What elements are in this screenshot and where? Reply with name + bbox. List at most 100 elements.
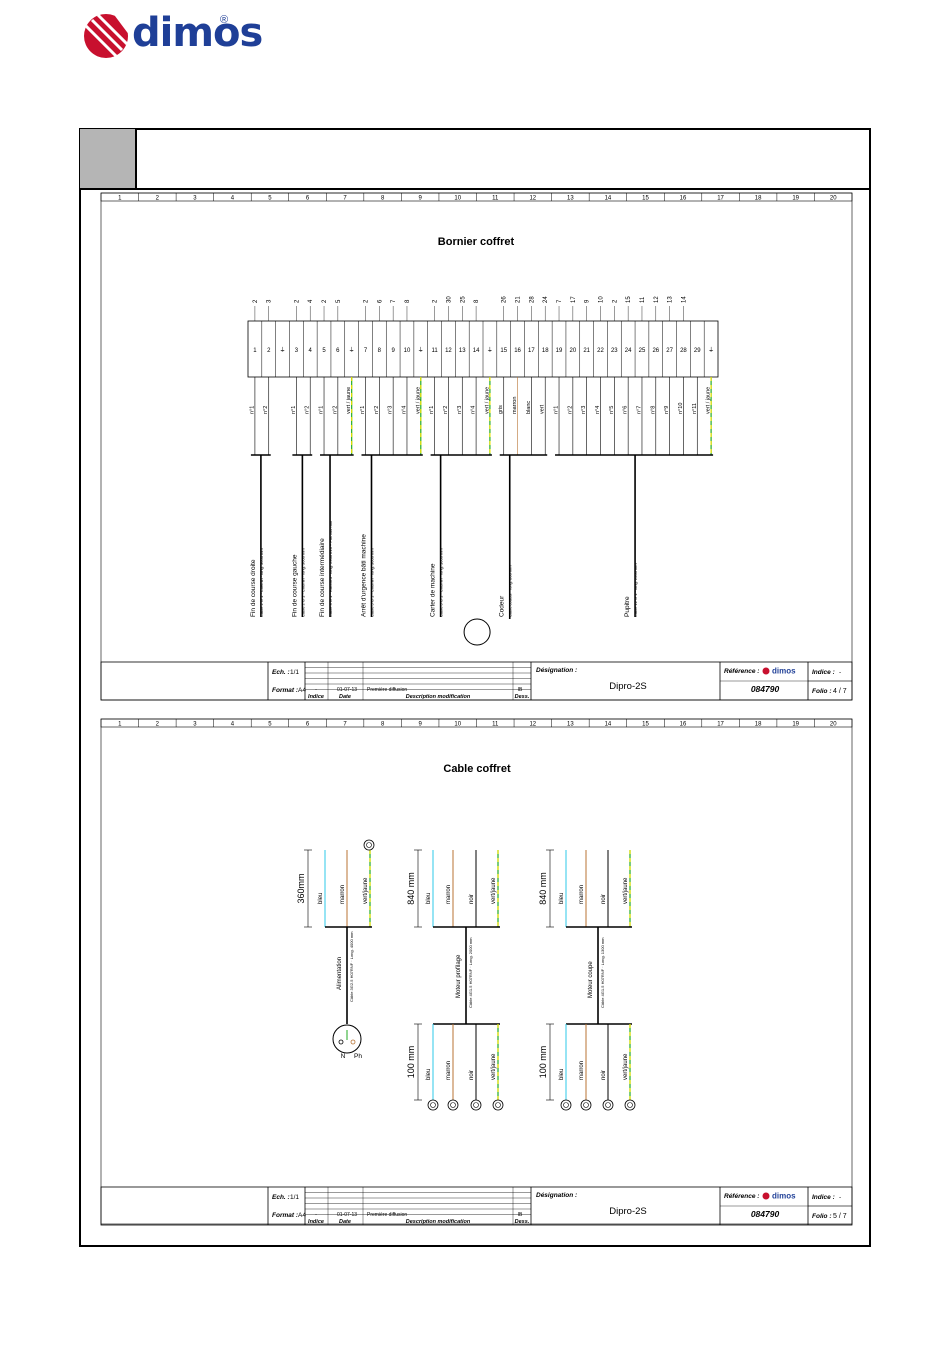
- grid-number: 13: [567, 196, 574, 202]
- grid-number: 17: [717, 722, 724, 728]
- terminal-number: 19: [556, 348, 563, 354]
- terminal-top-label: 15: [626, 296, 632, 303]
- cable-spec: Câble 5 G 1 · Chemin · long. 1600 mm: [439, 548, 444, 617]
- wire-label: n°2: [374, 406, 380, 414]
- cable-spec: Câble 2 G 1 · Chemin · long. 3600 mm: [259, 548, 264, 617]
- grid-number: 2: [156, 722, 160, 728]
- folio-label: Folio :: [812, 1213, 832, 1220]
- terminal-ring-inner: [563, 1102, 569, 1108]
- cable-name: Fin de course gauche: [291, 554, 298, 617]
- terminal-number: 10: [404, 348, 411, 354]
- terminal-number: 12: [445, 348, 452, 354]
- wire-label: n°11: [692, 403, 698, 414]
- cable-spec: Câble 3G2.5 H07RNF · Long. 4000 mm: [349, 931, 354, 1002]
- grid-number: 6: [306, 722, 310, 728]
- wire-label: n°5: [609, 406, 615, 414]
- grid-number: 19: [792, 722, 799, 728]
- plug-pin-ph: [350, 1039, 356, 1045]
- wire-label: n°3: [581, 406, 587, 414]
- format-label: Format :: [272, 1212, 298, 1219]
- terminal-ring: [624, 1099, 636, 1111]
- terminal-top-label: 26: [502, 296, 508, 303]
- terminal-number: 9: [391, 348, 395, 354]
- grid-number: 18: [755, 722, 762, 728]
- grid-number: 1: [118, 722, 122, 728]
- dimos-mini-icon: [762, 667, 770, 675]
- terminal-number: 7: [364, 348, 368, 354]
- cable-name: Codeur: [499, 595, 506, 617]
- wire-label: n°4: [401, 406, 407, 414]
- wire-label: n°3: [457, 406, 463, 414]
- terminal-top-label: 7: [557, 299, 563, 303]
- wire-label: n°7: [636, 406, 642, 414]
- wire-label: n°6: [623, 406, 629, 414]
- revision-indice-value: -: [315, 687, 317, 693]
- grid-number: 7: [343, 722, 347, 728]
- wire-label: bleu: [559, 893, 565, 904]
- ech-value: 1/1: [290, 669, 299, 676]
- grid-number: 8: [381, 196, 385, 202]
- grid-number: 6: [306, 196, 310, 202]
- terminal-number: 29: [694, 348, 701, 354]
- cable-spec: Câble 5 G 1 · Chemin · long. 3600 mm: [370, 548, 375, 617]
- terminal-number: 26: [652, 348, 659, 354]
- terminal-ring-inner: [627, 1102, 633, 1108]
- terminal-number: 17: [528, 348, 535, 354]
- terminal-number: 3: [295, 348, 299, 354]
- grid-number: 17: [717, 196, 724, 202]
- terminal-ring: [427, 1099, 439, 1111]
- terminal-top-label: 11: [640, 296, 646, 303]
- terminal-ring: [560, 1099, 572, 1111]
- terminal-number: 18: [542, 348, 549, 354]
- wire-label: n°4: [471, 406, 477, 414]
- terminal-number: 14: [473, 348, 480, 354]
- dimension-label: 360mm: [296, 873, 306, 903]
- grid-number: 14: [605, 196, 612, 202]
- terminal-number: 16: [514, 348, 521, 354]
- folio-value: 4 / 7: [833, 688, 847, 695]
- sheet2-title: Cable coffret: [443, 763, 511, 775]
- grid-number: 10: [454, 196, 461, 202]
- reference-label: Référence :: [724, 668, 759, 675]
- cable-spec: Câble 2 G 1 · Chemin · long. 3600 mm: [300, 548, 305, 617]
- cable-name: Alimentation: [337, 957, 343, 990]
- wire-label: vert / jaune: [346, 387, 352, 414]
- grid-number: 12: [529, 196, 536, 202]
- terminal-ring: [492, 1099, 504, 1111]
- terminal-ring: [602, 1099, 614, 1111]
- designation-label: Désignation :: [536, 667, 577, 674]
- folio-value: 5 / 7: [833, 1213, 847, 1220]
- wire-label: noir: [469, 894, 475, 904]
- terminal-top-label: 2: [322, 299, 328, 303]
- revision-dess: IB: [518, 687, 523, 693]
- terminal-ring-inner: [583, 1102, 589, 1108]
- revision-dess: IB: [518, 1212, 523, 1218]
- indice-column-header: Indice: [308, 694, 324, 700]
- terminal-number: 22: [597, 348, 604, 354]
- cable-name: Carter de machine: [430, 563, 437, 617]
- grid-number: 3: [193, 196, 197, 202]
- grid-number: 5: [268, 722, 272, 728]
- grid-number: 3: [193, 722, 197, 728]
- dimension-label: 100 mm: [406, 1046, 416, 1079]
- revision-description: Première diffusion: [367, 687, 407, 693]
- format-value: A4: [298, 687, 306, 694]
- indice-column-header: Indice: [308, 1219, 324, 1225]
- wire-label: vert/jaune: [491, 1053, 497, 1080]
- terminal-top-label: 4: [308, 299, 314, 303]
- wire-label: n°1: [429, 406, 435, 414]
- terminal-top-label: 24: [543, 296, 549, 303]
- wire-label: n°1: [554, 406, 560, 414]
- terminal-top-label: 10: [599, 296, 605, 303]
- grid-number: 7: [343, 196, 347, 202]
- codeur-symbol: [463, 618, 491, 646]
- terminal-top-label: 9: [585, 299, 591, 303]
- dimos-mark-icon: [84, 12, 130, 58]
- terminal-top-label: 2: [433, 299, 439, 303]
- description-column-header: Description modification: [406, 1219, 471, 1225]
- terminal-top-label: 28: [529, 296, 535, 303]
- ech-label: Ech. :: [272, 669, 290, 676]
- header-gray-box: [80, 129, 137, 189]
- wire-label: noir: [601, 894, 607, 904]
